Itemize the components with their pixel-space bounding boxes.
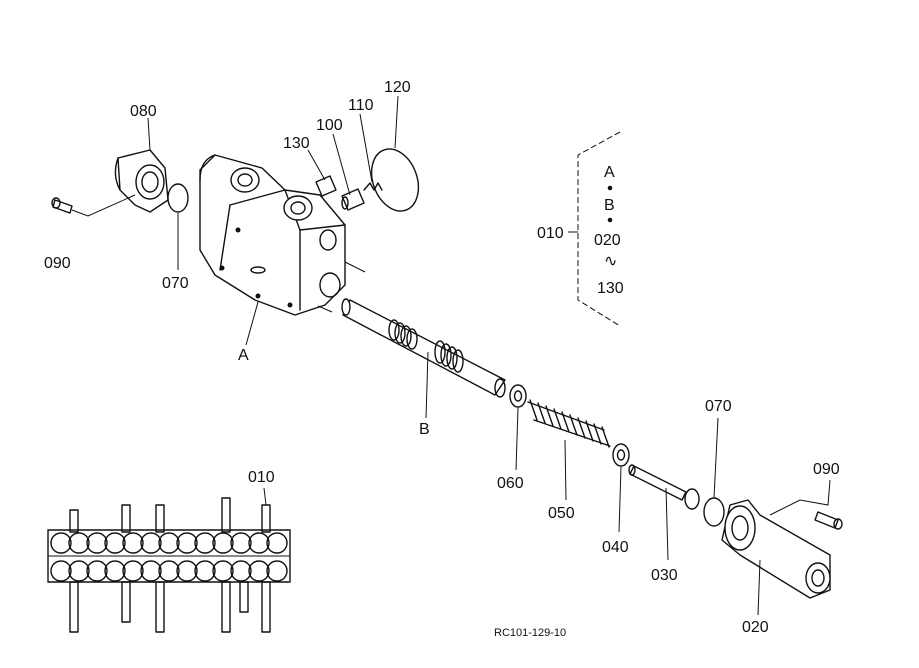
- leader-090-left: [71, 194, 136, 217]
- leader-040: [618, 466, 622, 533]
- leader-110: [359, 113, 373, 183]
- key-item-020: 020: [594, 232, 621, 249]
- cap-020: [721, 499, 831, 599]
- label-080: 080: [130, 103, 157, 120]
- leader-b: [425, 351, 429, 419]
- bolt-090-left: [51, 197, 73, 214]
- label-030: 030: [651, 567, 678, 584]
- key-assembly-number: 010: [537, 225, 564, 242]
- leader-050: [564, 439, 567, 501]
- key-item-a: A: [604, 164, 615, 181]
- label-010-inset: 010: [248, 469, 275, 486]
- leader-a: [245, 301, 259, 346]
- collar-060: [509, 384, 527, 408]
- label-090-left: 090: [44, 255, 71, 272]
- leader-100: [332, 133, 351, 196]
- oring-070-left: [167, 183, 189, 213]
- label-a: A: [238, 347, 249, 364]
- oring-120: [370, 148, 420, 212]
- spring-110: [363, 182, 383, 191]
- bolt-030: [628, 464, 700, 510]
- label-130: 130: [283, 135, 310, 152]
- valve-bank-inset-010: [47, 497, 291, 633]
- spool-b: [341, 298, 506, 398]
- label-090-right: 090: [813, 461, 840, 478]
- assembly-key: [568, 131, 621, 327]
- label-120: 120: [384, 79, 411, 96]
- drawing-code: RC101-129-10: [494, 627, 566, 639]
- label-050: 050: [548, 505, 575, 522]
- label-040: 040: [602, 539, 629, 556]
- key-range-sign: ∿: [604, 253, 617, 270]
- leader-010-inset: [263, 487, 267, 506]
- key-item-b: B: [604, 197, 615, 214]
- label-070-left: 070: [162, 275, 189, 292]
- cover-080: [114, 149, 169, 213]
- label-b: B: [419, 421, 430, 438]
- leader-130: [307, 149, 326, 181]
- leader-070-right: [713, 417, 719, 499]
- plug-100: [341, 188, 365, 211]
- label-070-right: 070: [705, 398, 732, 415]
- plug-130: [315, 175, 337, 197]
- label-100: 100: [316, 117, 343, 134]
- leader-060: [515, 407, 519, 471]
- leader-080: [147, 117, 151, 151]
- label-060: 060: [497, 475, 524, 492]
- leader-030: [665, 487, 669, 561]
- bolt-090-right: [814, 511, 843, 530]
- label-020: 020: [742, 619, 769, 636]
- leader-120: [394, 95, 399, 149]
- valve-body-a: [199, 154, 366, 316]
- leader-090-right: [769, 479, 831, 516]
- key-item-130: 130: [597, 280, 624, 297]
- spring-050: [527, 399, 611, 448]
- oring-070-right: [703, 497, 725, 527]
- label-110: 110: [348, 97, 374, 114]
- collar-040: [612, 443, 630, 467]
- leader-020: [757, 559, 761, 616]
